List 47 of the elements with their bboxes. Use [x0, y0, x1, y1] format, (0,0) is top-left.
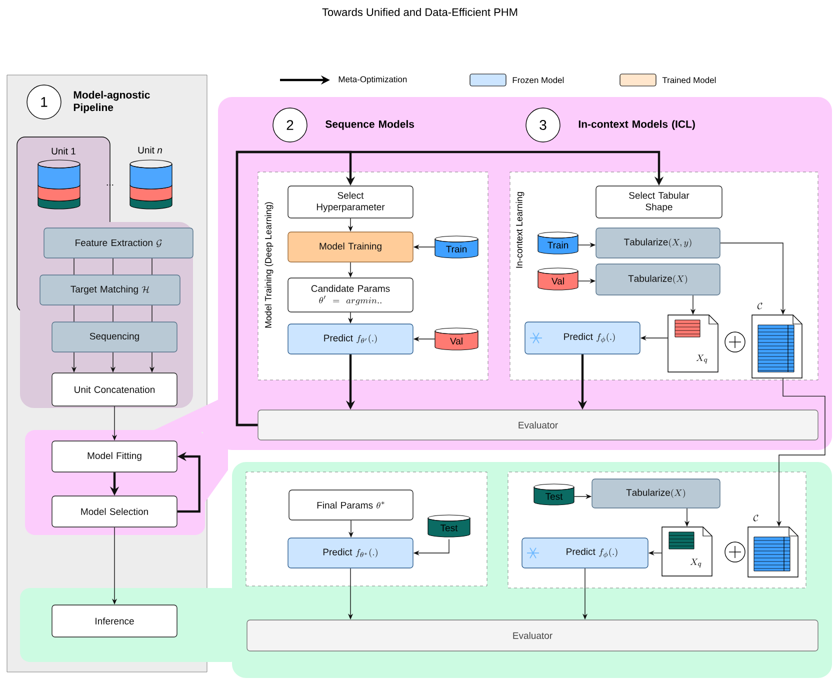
- process-box: Feature Extraction $\mathcal{G}$: [44, 228, 194, 258]
- process-box: $\mathrm{Tabularize}(X)$: [592, 478, 720, 508]
- rotated-label: In-context Learning: [516, 192, 524, 268]
- process-box: Inference: [52, 604, 178, 638]
- legend-label: Frozen Model: [512, 76, 564, 84]
- math-label: $\mathcal{C}$: [753, 514, 758, 522]
- database-cylinder: Val: [434, 328, 478, 350]
- math-label: $X_q$: [690, 558, 702, 568]
- legend-label: Trained Model: [662, 76, 716, 84]
- process-box: $\mathrm{Tabularize}(X,y)$: [596, 228, 720, 258]
- unit-label: Unit n: [138, 146, 162, 154]
- rotated-label: Model Training (Deep Learning): [264, 202, 274, 328]
- math-label: $X_q$: [696, 354, 708, 364]
- section-heading: In-context Models (ICL): [578, 120, 695, 130]
- process-box: Model Training: [288, 232, 414, 262]
- math-label: $\mathcal{C}$: [757, 302, 762, 310]
- process-box: Sequencing: [52, 322, 178, 352]
- section-heading: Sequence Models: [326, 120, 414, 130]
- process-box: $\mathrm{Tabularize}(X)$: [596, 264, 720, 296]
- database-cylinder: Train: [538, 232, 578, 254]
- arrow: [236, 150, 664, 426]
- process-box: Model Fitting: [52, 440, 178, 472]
- database-drawing: [38, 160, 80, 210]
- title: Towards Unified and Data-Efficient PHM: [322, 8, 518, 16]
- unit-label: ...: [106, 184, 114, 186]
- process-box: Evaluator: [258, 410, 818, 440]
- process-box: Candidate Params $\theta' = argmin..$: [288, 278, 414, 312]
- database-drawing: [130, 160, 172, 210]
- section-heading: Model-agnostic Pipeline: [74, 90, 150, 114]
- process-box: Select Tabular Shape: [596, 186, 722, 218]
- database-cylinder: Test: [428, 514, 470, 538]
- process-box: Predict $f_{\phi}(.)$: [524, 322, 640, 354]
- connector-line: [112, 305, 114, 322]
- database-cylinder: Train: [434, 236, 478, 258]
- process-box: Select Hyperparameter: [288, 186, 414, 218]
- process-box: Unit Concatenation: [52, 372, 178, 406]
- process-box: Predict $f_{\theta'}(.)$: [288, 324, 414, 354]
- database-cylinder: Val: [538, 268, 578, 290]
- process-box: Predict $f_{\theta^*}(.)$: [288, 538, 414, 568]
- process-box: Evaluator: [246, 620, 818, 652]
- connector-line: [112, 258, 114, 275]
- process-box: Target Matching $\mathcal{H}$: [40, 274, 180, 306]
- process-box: Predict $f_{\phi}(.)$: [522, 538, 648, 568]
- legend-label: Meta-Optimization: [338, 76, 407, 84]
- process-box: Final Params $\theta^*$: [288, 490, 414, 520]
- process-box: Model Selection: [52, 496, 178, 528]
- database-cylinder: Test: [534, 484, 574, 506]
